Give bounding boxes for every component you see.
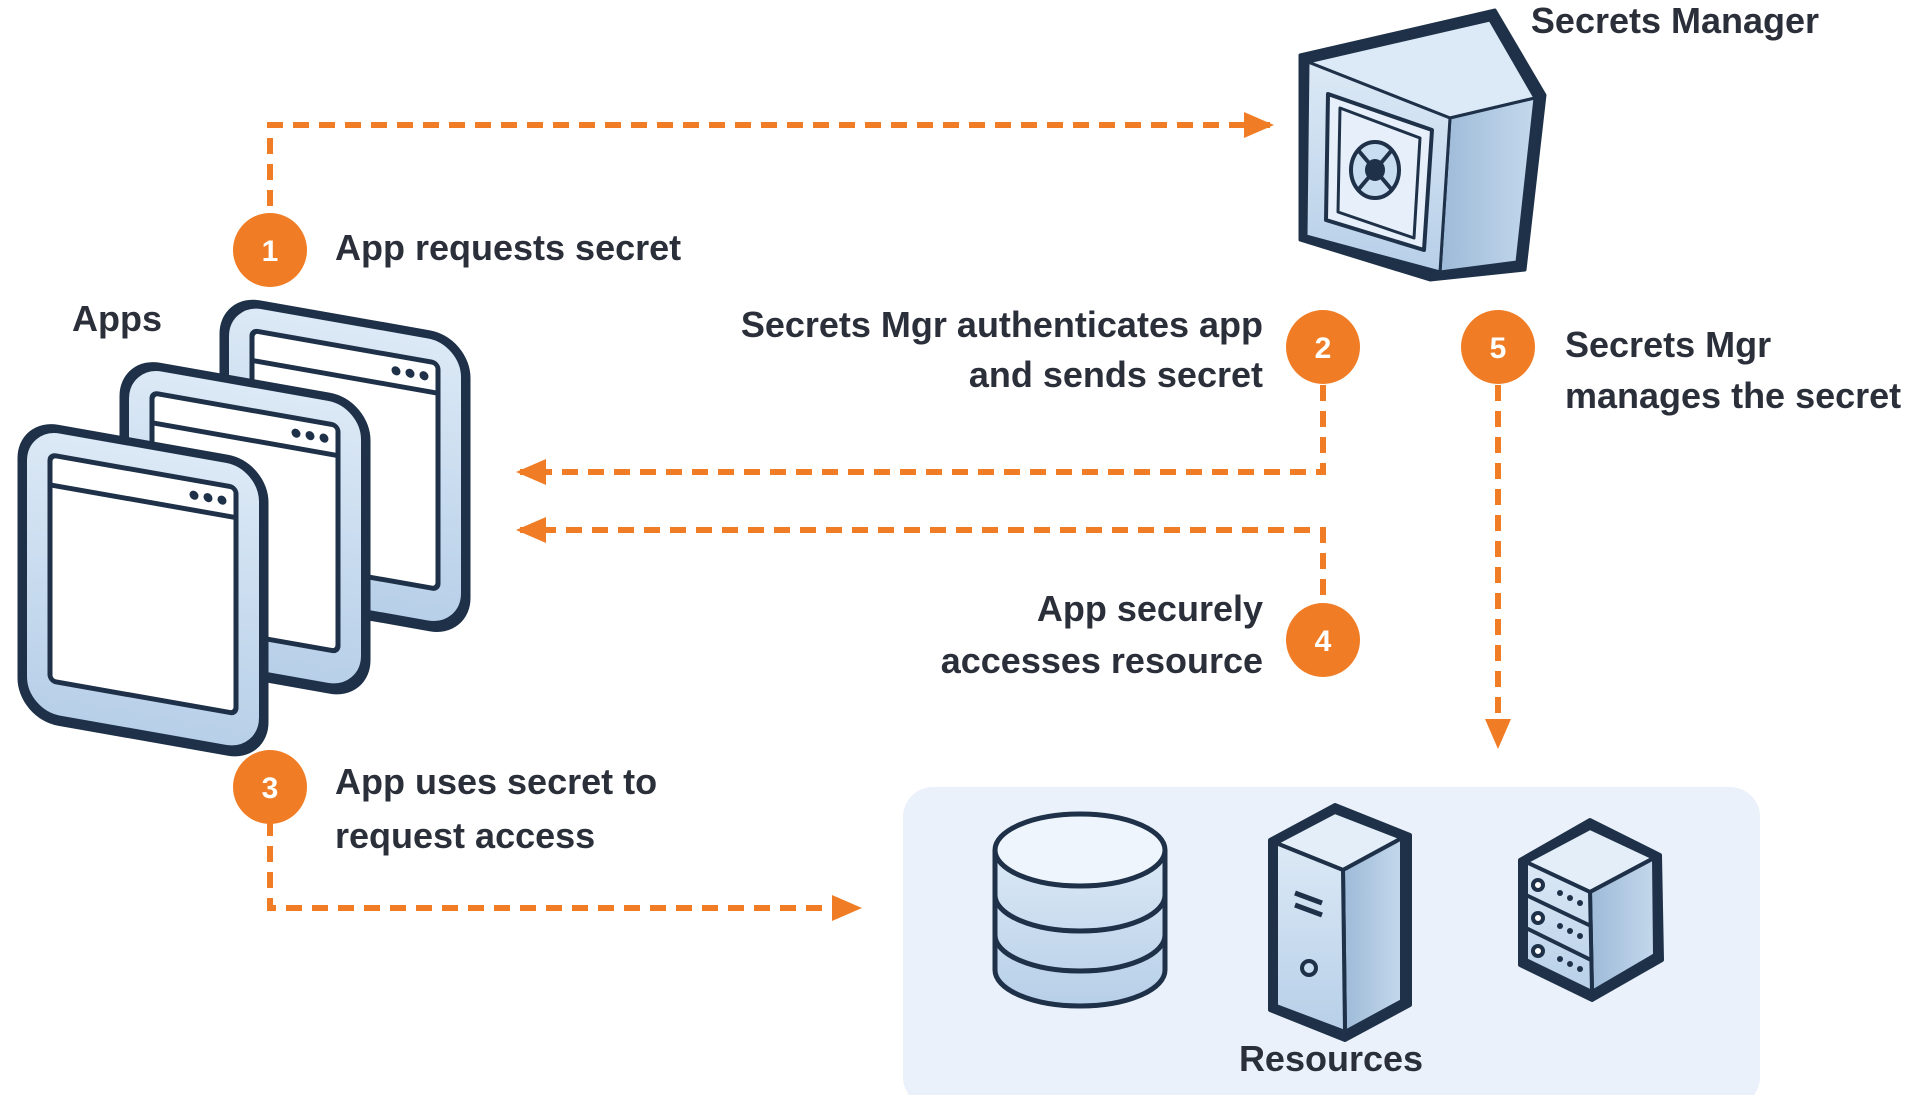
step-3-label-line-1: App uses secret to: [335, 761, 657, 802]
app-windows-icon: [17, 299, 471, 757]
secrets-manager-label: Secrets Manager: [1531, 0, 1819, 41]
resources-label: Resources: [1239, 1038, 1423, 1079]
step-3-badge: [233, 750, 307, 824]
step-4-badge: [1286, 603, 1360, 677]
step-4-label-line-2: accesses resource: [941, 640, 1263, 681]
step-3-label-line-2: request access: [335, 815, 595, 856]
database-icon: [992, 811, 1168, 1009]
step-2-number: 2: [1315, 332, 1332, 365]
step-4: 4 App securely accesses resource: [941, 588, 1360, 681]
step-4-number: 4: [1315, 625, 1332, 658]
step-5-number: 5: [1490, 332, 1507, 365]
flow-arrow-1: [267, 112, 1274, 232]
flow-arrow-4: [516, 517, 1326, 595]
step-5: 5 Secrets Mgr manages the secret: [1461, 310, 1901, 416]
step-1-number: 1: [262, 235, 279, 268]
step-1-badge: [233, 213, 307, 287]
apps-label: Apps: [72, 298, 162, 339]
step-2-label-line-2: and sends secret: [969, 354, 1263, 395]
flow-arrow-3: [267, 820, 862, 921]
flow-arrow-2: [516, 385, 1326, 485]
step-1-label: App requests secret: [335, 227, 681, 268]
app-window-front: [17, 424, 269, 757]
step-5-badge: [1461, 310, 1535, 384]
step-3-number: 3: [262, 772, 279, 805]
step-3: 3 App uses secret to request access: [233, 750, 657, 856]
vault-safe-icon: [1298, 8, 1547, 282]
step-5-label-line-2: manages the secret: [1565, 375, 1901, 416]
step-2-badge: [1286, 310, 1360, 384]
step-2: 2 Secrets Mgr authenticates app and send…: [741, 304, 1360, 395]
step-2-label-line-1: Secrets Mgr authenticates app: [741, 304, 1263, 345]
server-tower-icon: [1268, 803, 1412, 1042]
step-1: 1 App requests secret: [233, 213, 681, 287]
server-rack-icon: [1518, 818, 1664, 1002]
step-4-label-line-1: App securely: [1037, 588, 1263, 629]
step-5-label-line-1: Secrets Mgr: [1565, 324, 1771, 365]
